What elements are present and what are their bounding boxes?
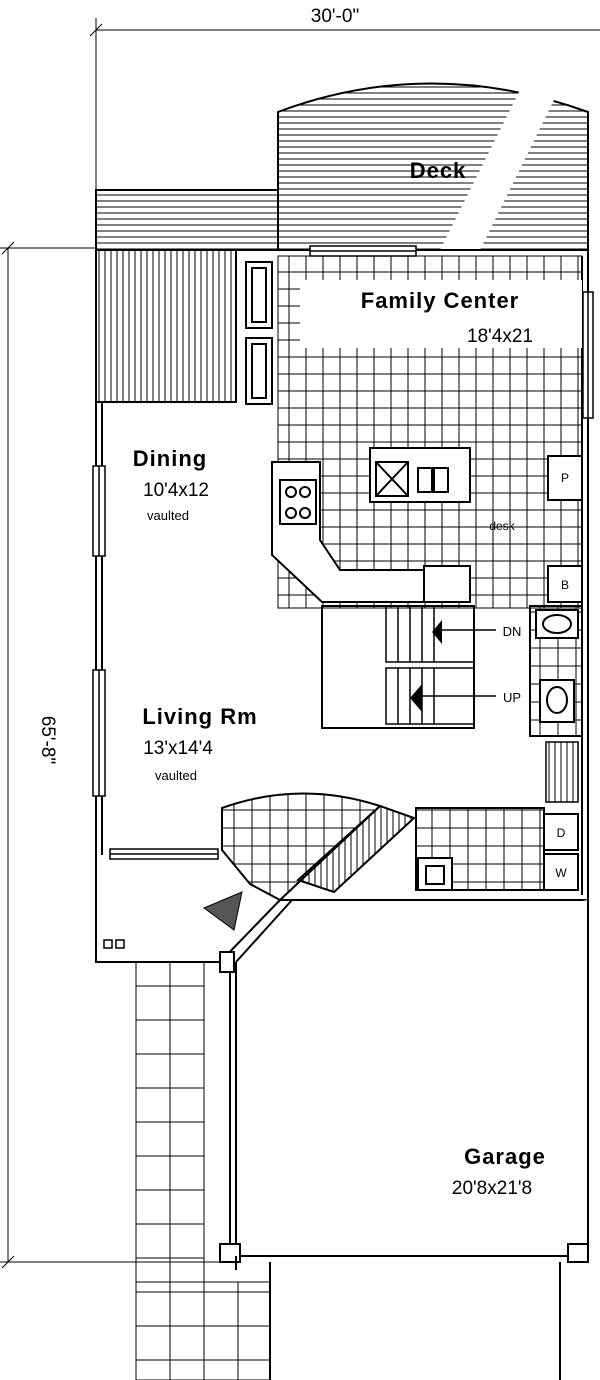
laundry-appliances <box>417 813 579 891</box>
width-dimension-label: 30'-0" <box>311 6 359 27</box>
stairs-up-arrow <box>410 684 422 712</box>
stairs-down-arrow <box>432 620 442 644</box>
kitchen-counter <box>271 461 471 603</box>
desk-label: desk <box>489 519 515 533</box>
living-note: vaulted <box>155 768 197 783</box>
dining-size: 10'4x12 <box>143 480 209 501</box>
living-size: 13'x14'4 <box>143 738 213 759</box>
walkway-lower <box>135 1281 271 1380</box>
depth-dimension-label: 65'-8" <box>37 716 58 764</box>
foyer-tile <box>221 792 382 902</box>
pantry-label: P <box>561 471 569 485</box>
family-center-label: Family Center <box>361 288 520 313</box>
washer-label: W <box>555 866 567 880</box>
dining-label: Dining <box>133 446 207 471</box>
entry-arrow <box>202 891 243 931</box>
closets <box>245 261 273 405</box>
stairs-up-label: UP <box>503 690 521 705</box>
garage <box>219 900 589 1380</box>
deck <box>95 82 589 403</box>
diagonal-closet <box>296 804 416 894</box>
width-dimension <box>89 18 600 190</box>
dining-note: vaulted <box>147 508 189 523</box>
garage-size: 20'8x21'8 <box>452 1178 532 1199</box>
coat-closet <box>545 741 579 803</box>
garage-label: Garage <box>464 1144 546 1169</box>
deck-label: Deck <box>410 158 467 183</box>
bath-fixtures <box>535 609 579 723</box>
broom-label: B <box>561 578 569 592</box>
kitchen-island <box>369 447 471 503</box>
utility-closets <box>547 455 583 603</box>
family-center-size: 18'4x21 <box>467 326 533 347</box>
dryer-label: D <box>557 826 566 840</box>
stairs <box>321 605 496 729</box>
living-label: Living Rm <box>142 704 257 729</box>
stairs-down-label: DN <box>503 624 522 639</box>
outlet <box>103 939 125 949</box>
